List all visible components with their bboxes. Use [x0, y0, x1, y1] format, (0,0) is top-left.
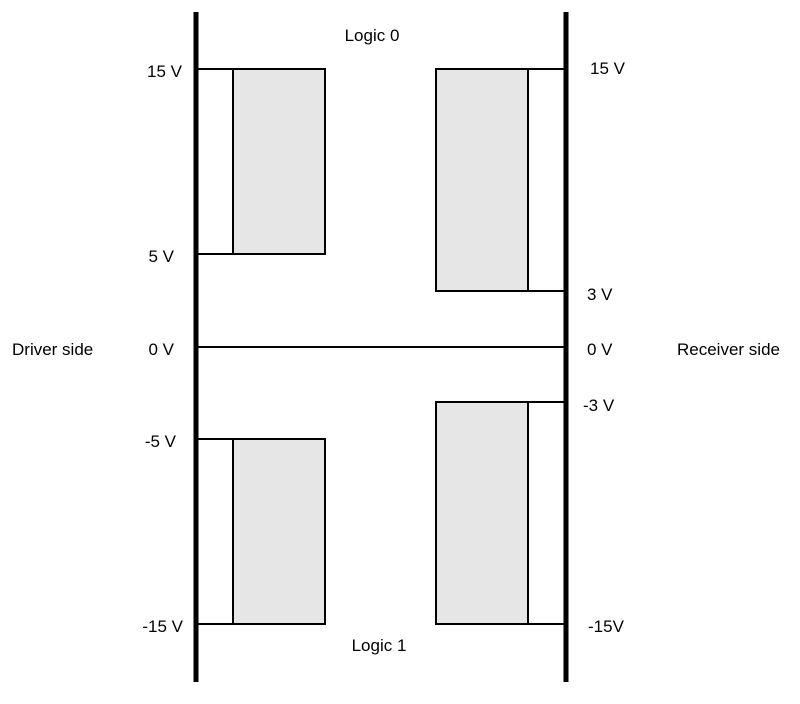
receiver-minus3v-label: -3 V [583, 396, 615, 415]
receiver-minus15v-label: -15V [588, 617, 625, 636]
driver-logic0-band-fill [232, 68, 326, 255]
driver-minus5v-label: -5 V [145, 432, 177, 451]
driver-0v-label: 0 V [148, 340, 174, 359]
receiver-3v-label: 3 V [587, 285, 613, 304]
driver-side-label: Driver side [12, 340, 93, 359]
receiver-logic1-band-fill [435, 401, 529, 625]
receiver-logic0-band [435, 68, 566, 292]
receiver-logic1-band [435, 401, 566, 625]
receiver-logic0-band-fill [435, 68, 529, 292]
driver-logic1-band [196, 438, 326, 625]
driver-logic0-band [196, 68, 326, 255]
driver-15v-label: 15 V [147, 62, 183, 81]
receiver-15v-label: 15 V [590, 59, 626, 78]
driver-5v-label: 5 V [148, 247, 174, 266]
driver-minus15v-label: -15 V [142, 617, 183, 636]
receiver-side-label: Receiver side [677, 340, 780, 359]
receiver-0v-label: 0 V [587, 340, 613, 359]
logic0-label: Logic 0 [345, 26, 400, 45]
logic1-label: Logic 1 [352, 636, 407, 655]
driver-logic1-band-fill [232, 438, 326, 625]
